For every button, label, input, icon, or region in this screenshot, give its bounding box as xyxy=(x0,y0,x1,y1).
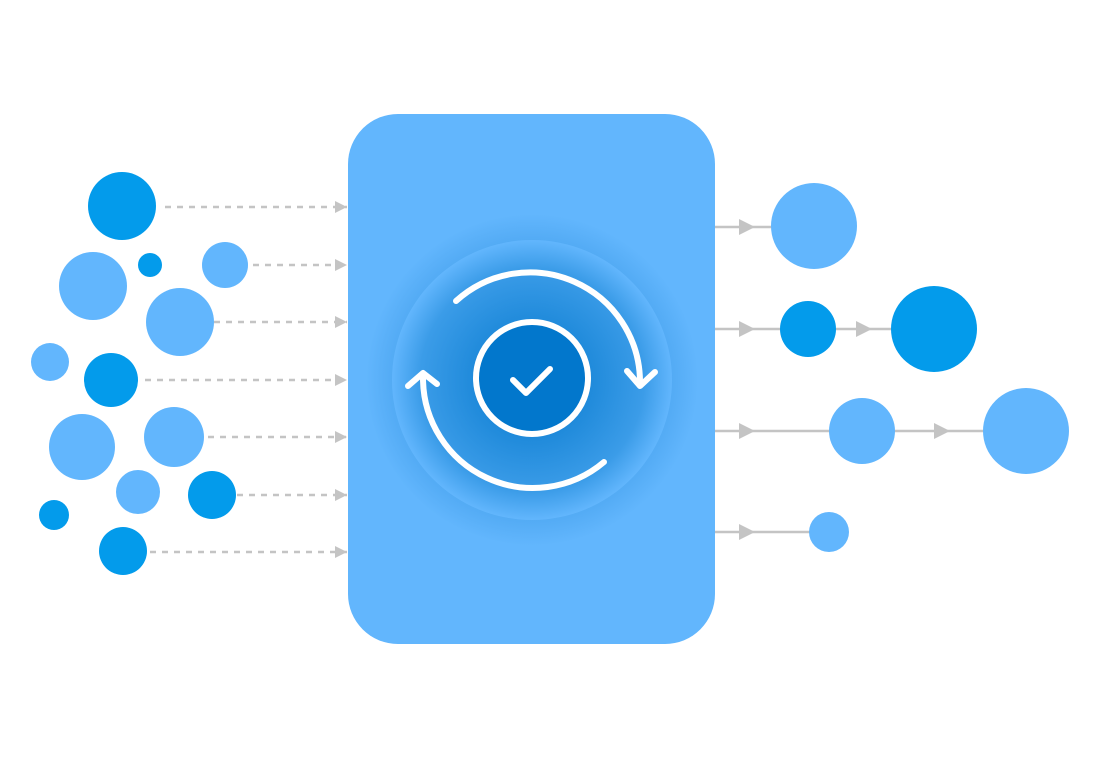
input-node xyxy=(39,500,69,530)
arrow-head xyxy=(934,423,950,439)
arrow-head xyxy=(739,321,755,337)
input-node xyxy=(31,343,69,381)
output-node xyxy=(809,512,849,552)
output-node xyxy=(829,398,895,464)
output-node xyxy=(983,388,1069,474)
input-nodes xyxy=(31,172,248,575)
input-node xyxy=(146,288,214,356)
input-node xyxy=(116,470,160,514)
arrow-head xyxy=(739,219,755,235)
input-node xyxy=(99,527,147,575)
arrow-head xyxy=(739,524,755,540)
input-node xyxy=(59,252,127,320)
arrow-head xyxy=(739,423,755,439)
input-node xyxy=(188,471,236,519)
output-flow xyxy=(715,183,1069,552)
input-node xyxy=(84,353,138,407)
input-node xyxy=(88,172,156,240)
input-connectors xyxy=(145,201,347,558)
output-node xyxy=(771,183,857,269)
input-node xyxy=(144,407,204,467)
sync-check-icon xyxy=(405,269,658,491)
input-node xyxy=(49,414,115,480)
output-node xyxy=(891,286,977,372)
output-node xyxy=(780,301,836,357)
input-node xyxy=(202,242,248,288)
arrow-head xyxy=(856,321,872,337)
input-node xyxy=(138,253,162,277)
